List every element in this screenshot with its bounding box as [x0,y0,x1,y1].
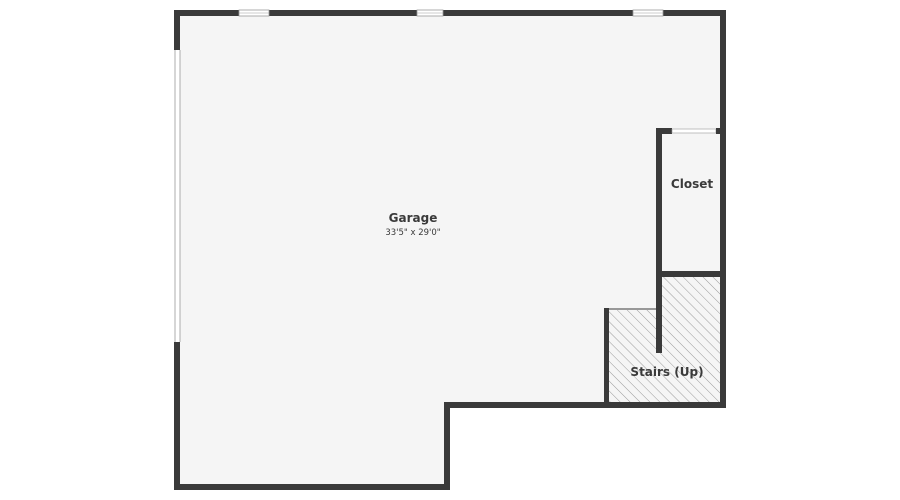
garage-door-opening [174,50,181,342]
garage-dimensions: 33'5" x 29'0" [385,228,440,238]
floor-area [176,12,722,488]
garage-label: Garage [389,211,438,225]
exterior-walls [174,10,726,490]
closet-label: Closet [671,177,713,191]
window [238,9,270,17]
window [632,9,664,17]
stairs-label: Stairs (Up) [630,365,703,379]
window [416,9,444,17]
stairs-area [607,274,722,404]
stair-walls [604,271,662,404]
closet-walls [656,128,722,277]
